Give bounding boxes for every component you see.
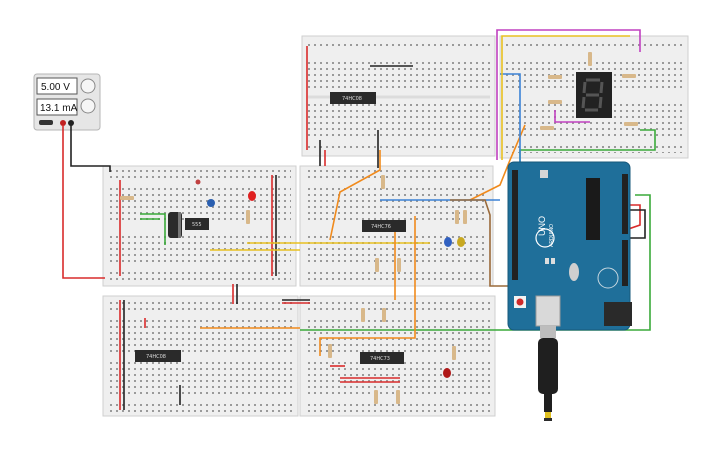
current-readout: 13.1 mA [40, 103, 78, 114]
chip-bottom-mid[interactable]: 74HC73 [360, 352, 404, 364]
current-knob[interactable] [80, 98, 96, 114]
electrolytic-capacitor[interactable] [168, 212, 182, 238]
voltage-knob[interactable] [80, 78, 96, 94]
ceramic-capacitor-blue[interactable] [207, 199, 215, 207]
chip-top[interactable]: 74HC08 [330, 92, 376, 104]
negative-terminal[interactable] [68, 120, 74, 126]
arduino-model: UNO [537, 216, 547, 236]
led-yellow[interactable] [457, 237, 465, 247]
resistors [120, 52, 638, 404]
power-jack[interactable] [604, 302, 632, 326]
led-red-bottom[interactable] [443, 368, 451, 378]
chip-timer[interactable]: 555 [185, 218, 209, 230]
arduino-uno[interactable]: UNO ARDUINO [507, 161, 632, 331]
led-blue[interactable] [444, 237, 452, 247]
chip-bottom-left-label: 74HC08 [146, 354, 166, 360]
voltage-readout: 5.00 V [41, 82, 70, 93]
chip-mid-label: 74HC76 [371, 224, 391, 230]
usb-cable[interactable] [538, 326, 558, 421]
positive-terminal[interactable] [60, 120, 66, 126]
chip-top-label: 74HC08 [342, 96, 362, 102]
power-switch[interactable] [39, 120, 53, 125]
supply-red-wire[interactable] [62, 125, 105, 279]
chip-timer-label: 555 [192, 222, 202, 228]
usb-port[interactable] [535, 295, 561, 327]
led-red-top[interactable] [248, 191, 256, 201]
power-supply[interactable]: 5.00 V 13.1 mA [33, 73, 101, 131]
seven-segment-display[interactable] [576, 72, 612, 118]
chip-mid[interactable]: 74HC76 [362, 220, 406, 232]
breadboard-bottom-left[interactable] [102, 295, 299, 417]
chip-bottom-left[interactable]: 74HC08 [135, 350, 181, 362]
supply-black-wire[interactable] [70, 125, 111, 172]
chip-bottom-mid-label: 74HC73 [370, 356, 390, 362]
arduino-brand: ARDUINO [549, 224, 555, 247]
